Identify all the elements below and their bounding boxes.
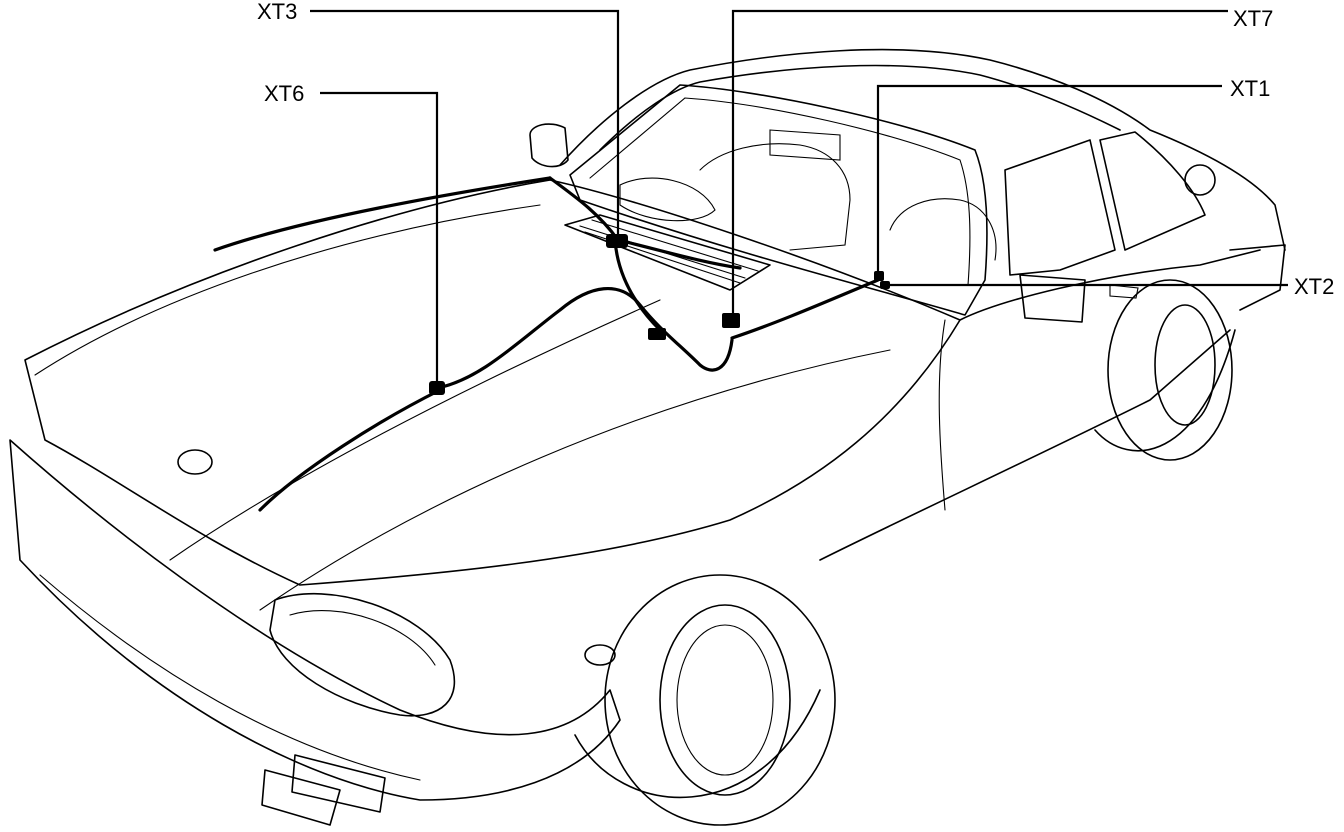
connector-xt6 — [429, 381, 445, 395]
leader-xt6 — [320, 91, 439, 385]
headlamp-inner — [289, 610, 436, 666]
body-side-upper — [959, 249, 1261, 321]
harness-run-xt2 — [730, 278, 880, 340]
rear-bumper — [1229, 244, 1286, 311]
headrest — [769, 129, 841, 161]
bonnet-rear-edge — [34, 204, 541, 376]
car-illustration — [9, 48, 1286, 826]
label-xt1: XT1 — [1230, 76, 1270, 101]
bonnet-badge — [177, 449, 213, 475]
wiring-harness — [213, 176, 880, 512]
car-roof-inner — [599, 64, 1121, 151]
connector-inline — [648, 328, 666, 340]
label-xt3: XT3 — [257, 0, 297, 24]
harness-run-xt3 — [613, 238, 662, 332]
connector-xt3 — [606, 234, 628, 248]
harness-run-cowl — [548, 176, 620, 242]
side-window-rear — [1099, 131, 1206, 251]
door-line — [938, 319, 946, 511]
front-valance — [261, 769, 341, 826]
connector-xt1 — [874, 271, 884, 281]
bonnet-crease-right — [259, 349, 891, 611]
windscreen-inner — [589, 97, 971, 286]
side-indicator — [584, 644, 616, 666]
bumper-inner — [39, 574, 421, 781]
side-window-front — [1004, 139, 1116, 276]
bonnet-outline — [24, 179, 961, 586]
rear-wheel — [1094, 279, 1236, 461]
scuttle-vent — [564, 214, 771, 291]
wing-mirror-right — [1019, 274, 1086, 323]
headlamp — [269, 592, 456, 717]
front-bumper — [9, 439, 621, 801]
steering-wheel — [619, 177, 716, 222]
connector-xt7 — [722, 313, 740, 328]
label-xt2: XT2 — [1294, 274, 1334, 299]
front-wheel — [574, 574, 836, 826]
connector-labels: XT3 XT7 XT6 XT1 XT2 — [257, 0, 1334, 299]
windscreen-frame — [569, 84, 988, 316]
number-plate — [291, 754, 386, 813]
leader-xt1 — [876, 84, 1222, 275]
label-xt6: XT6 — [264, 81, 304, 106]
car-roof — [559, 48, 1286, 251]
body-side-lower — [819, 329, 1231, 561]
label-xt7: XT7 — [1233, 6, 1273, 31]
leader-lines — [310, 9, 1288, 385]
seat-right — [889, 198, 997, 261]
leader-xt7 — [731, 9, 1228, 318]
harness-run-xt6 — [435, 286, 734, 390]
rear-quarter-badge — [1184, 164, 1216, 196]
connectors — [429, 234, 890, 395]
leader-xt3 — [310, 9, 620, 240]
seat-left — [699, 143, 851, 251]
harness-run-front — [258, 388, 442, 512]
harness-run-bonnet — [213, 176, 552, 252]
wing-mirror-left — [529, 123, 569, 168]
harness-run-wiper — [616, 238, 742, 270]
bonnet-crease-left — [169, 299, 661, 561]
door-handle — [1109, 284, 1139, 299]
